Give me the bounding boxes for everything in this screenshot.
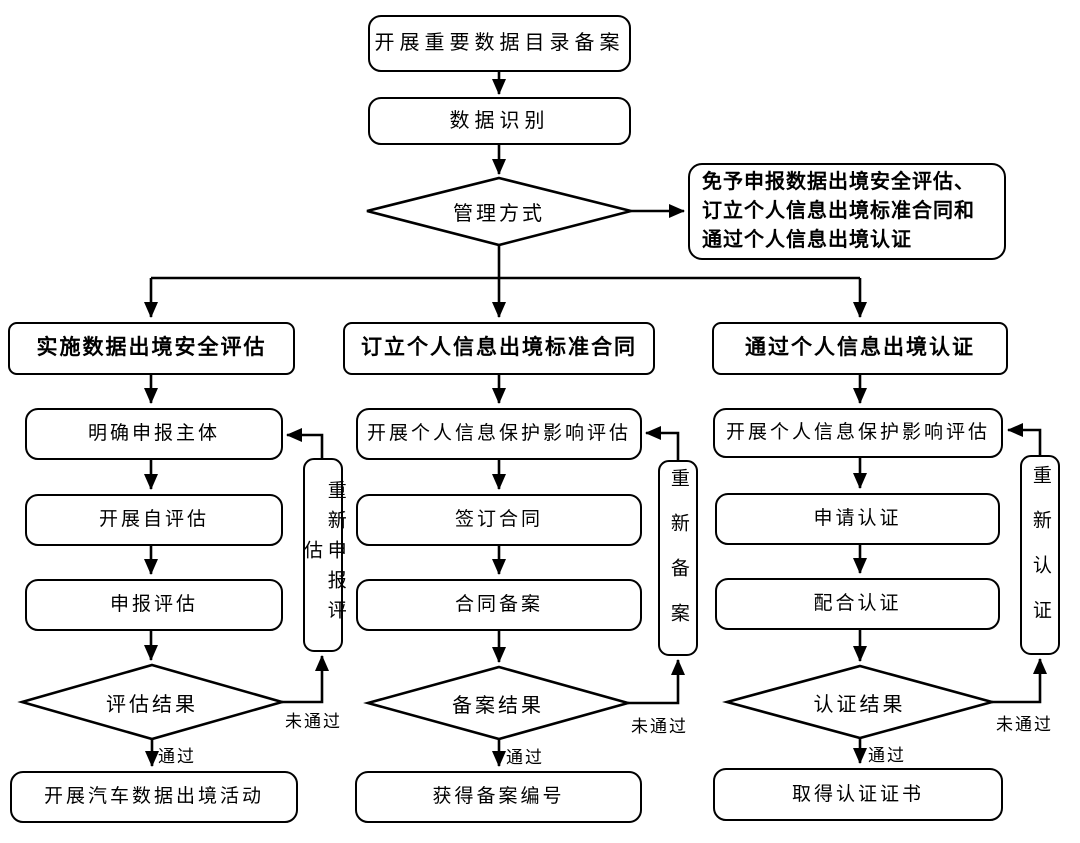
node-recertify: 重新认证	[1020, 455, 1060, 655]
node-sign-contract: 签订合同	[356, 494, 642, 546]
node-redeclare-assessment: 重新申报评估	[301, 458, 346, 652]
decision-certification-result: 认证结果	[813, 693, 906, 716]
edge-label-fail-middle: 未通过	[631, 717, 688, 736]
node-exemption-note: 免予申报数据出境安全评估、订立个人信息出境标准合同和通过个人信息出境认证	[688, 163, 1006, 260]
node-contract-filing: 合同备案	[356, 579, 642, 631]
node-self-assessment: 开展自评估	[25, 494, 283, 546]
node-pia-certification: 开展个人信息保护影响评估	[713, 408, 1003, 458]
header-security-assessment: 实施数据出境安全评估	[8, 322, 295, 375]
edge-label-pass-left: 通过	[158, 747, 196, 766]
node-apply-certification: 申请认证	[715, 493, 1000, 545]
node-obtain-filing-number: 获得备案编号	[355, 771, 642, 823]
decision-assessment-result: 评估结果	[106, 693, 198, 716]
decision-management-mode: 管理方式	[453, 203, 545, 225]
node-data-identification: 数据识别	[368, 97, 631, 145]
edge-label-fail-left: 未通过	[285, 712, 342, 731]
node-obtain-certificate: 取得认证证书	[713, 768, 1003, 821]
node-refile: 重新备案	[658, 460, 698, 656]
node-pia-contract: 开展个人信息保护影响评估	[356, 408, 642, 460]
node-define-declaring-entity: 明确申报主体	[25, 408, 283, 460]
node-declare-assessment: 申报评估	[25, 579, 283, 631]
edge-label-pass-right: 通过	[868, 746, 906, 765]
header-certification: 通过个人信息出境认证	[712, 322, 1008, 375]
header-standard-contract: 订立个人信息出境标准合同	[343, 322, 655, 375]
node-cooperate-certification: 配合认证	[715, 578, 1000, 630]
decision-filing-result: 备案结果	[452, 694, 544, 717]
node-start-catalog-filing: 开展重要数据目录备案	[368, 15, 631, 72]
edge-label-fail-right: 未通过	[996, 715, 1053, 734]
node-carry-out-auto-data-export: 开展汽车数据出境活动	[10, 771, 298, 823]
edge-label-pass-middle: 通过	[506, 748, 544, 767]
